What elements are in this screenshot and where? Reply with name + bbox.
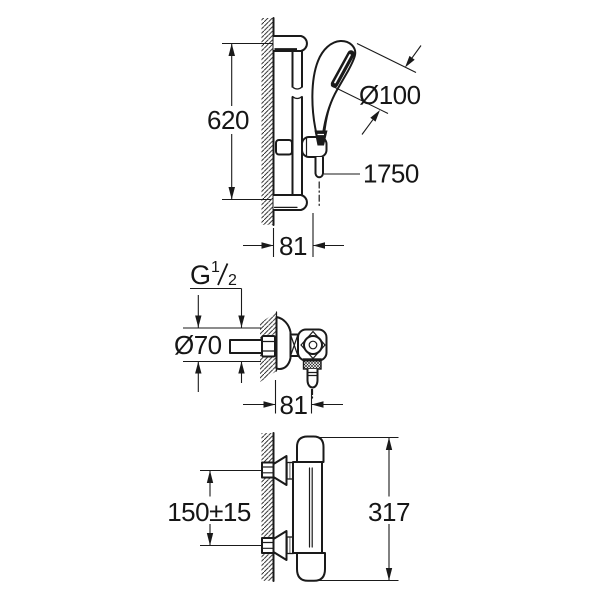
pipe (229, 339, 263, 354)
bottom-union (261, 530, 294, 561)
thread-size-label: G 1 2 (190, 259, 242, 290)
view-shower-rail: 620 Ø100 1750 81 (207, 17, 422, 261)
hex-nut (261, 335, 276, 358)
thermostat-body (292, 435, 326, 582)
union-chamfer (289, 333, 299, 357)
arrow-up-icon (206, 470, 214, 483)
arrow-lower-icon (370, 110, 380, 122)
dimension-valve-wall-offset: 81 (243, 380, 343, 420)
dimension-thread (238, 288, 245, 383)
dimension-head-diameter: Ø100 (330, 43, 422, 135)
rail-tube (290, 50, 304, 196)
dimension-total-height: 317 (317, 436, 410, 582)
dim-label-317: 317 (368, 497, 410, 527)
union-cone (272, 455, 288, 486)
wall-hatching (261, 433, 274, 581)
thread-label-g: G (190, 260, 211, 290)
arrow-up-icon (385, 437, 393, 450)
arrow-down-icon (385, 568, 393, 581)
union-cone (272, 530, 288, 561)
rail-break-lower (291, 95, 303, 100)
thread-label-denominator: 2 (228, 272, 237, 289)
dim-label-1750: 1750 (363, 159, 419, 189)
arrow-upper-icon (405, 55, 415, 68)
bottom-cap (296, 552, 326, 582)
glider-knob (275, 139, 293, 156)
valve-rosette (275, 316, 292, 370)
dim-label-diameter-100: Ø100 (359, 80, 421, 110)
hex-nut (261, 461, 275, 479)
hose-stub (314, 157, 324, 179)
arrow-right-icon (263, 401, 276, 408)
extension-line-upper (356, 43, 417, 73)
handle-ring (303, 335, 323, 355)
dim-label-150: 150±15 (167, 497, 251, 527)
rail-top-mount (273, 35, 308, 52)
extension-line-lower (330, 85, 389, 114)
arrow-tail-upper (411, 45, 422, 59)
shower-hose (314, 157, 324, 207)
dimension-rail-height: 620 (207, 42, 273, 201)
arrow-down-icon (238, 315, 245, 328)
dimension-rail-wall-offset: 81 (243, 213, 344, 261)
hex-nut (261, 537, 275, 554)
top-cap (296, 435, 325, 463)
wall-hatching (261, 18, 274, 225)
view-mixer-valve: G 1 2 Ø70 (174, 259, 343, 420)
dim-label-81-middle: 81 (280, 390, 308, 420)
thread-label-numerator: 1 (211, 259, 220, 276)
dimension-hose-length: 1750 (324, 159, 419, 189)
hand-shower (311, 39, 357, 146)
spray-face-slit (334, 54, 351, 84)
dimension-rosette-diameter: Ø70 (174, 295, 261, 392)
arrow-right-icon (261, 242, 274, 249)
arrow-tail-lower (361, 119, 374, 135)
arrow-left-icon (313, 242, 325, 249)
handle-center (308, 340, 318, 350)
rail-break-gap (290, 87, 304, 97)
arrow-left-icon (311, 401, 324, 408)
arrow-down-icon (195, 315, 202, 328)
dim-label-620: 620 (207, 105, 249, 135)
body-cartridge (292, 461, 323, 554)
rail-break-upper (291, 86, 303, 90)
valve-body (297, 328, 328, 401)
view-thermostat: 150±15 317 (167, 432, 410, 582)
fraction-slash (217, 263, 229, 286)
dim-label-diameter-70: Ø70 (174, 330, 222, 360)
arrow-up-icon (228, 43, 235, 56)
top-union (261, 455, 294, 486)
knurled-nut (302, 358, 322, 370)
dimension-connection-centers: 150±15 (167, 469, 262, 547)
arrow-down-icon (206, 533, 214, 546)
dim-label-81-top: 81 (279, 231, 307, 261)
rail-bottom-mount (273, 194, 308, 211)
handle-inner-line (324, 89, 338, 131)
hose-outlet (306, 369, 319, 389)
valve-union (289, 333, 299, 357)
supply-pipe (229, 335, 276, 358)
arrow-down-icon (228, 187, 235, 200)
